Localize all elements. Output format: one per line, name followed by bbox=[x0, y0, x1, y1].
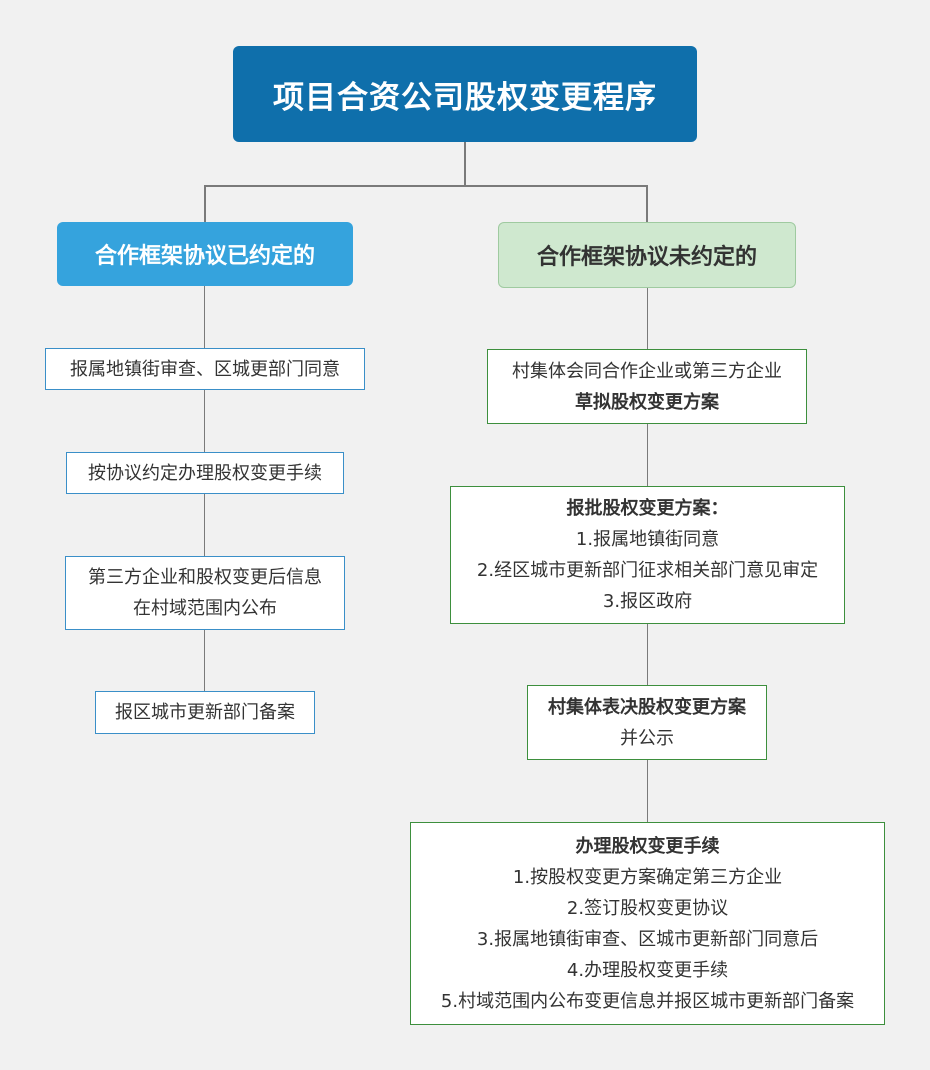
step-text: 1.报属地镇街同意 bbox=[575, 529, 720, 550]
step-heading: 报批股权变更方案： bbox=[566, 498, 729, 519]
connector-right-branch bbox=[646, 185, 648, 222]
left-step-3: 第三方企业和股权变更后信息 在村域范围内公布 bbox=[65, 556, 345, 630]
left-step-4: 报区城市更新部门备案 bbox=[95, 691, 315, 734]
page-title-text: 项目合资公司股权变更程序 bbox=[273, 79, 657, 116]
page-title: 项目合资公司股权变更程序 bbox=[233, 46, 697, 142]
right-step-4: 办理股权变更手续 1.按股权变更方案确定第三方企业 2.签订股权变更协议 3.报… bbox=[410, 822, 885, 1025]
connector-right-4 bbox=[647, 760, 648, 822]
step-text: 4.办理股权变更手续 bbox=[566, 959, 729, 981]
connector-left-2 bbox=[204, 390, 205, 452]
right-step-2: 报批股权变更方案： 1.报属地镇街同意 2.经区城市更新部门征求相关部门意见审定… bbox=[450, 486, 845, 624]
step-text: 2.经区城市更新部门征求相关部门意见审定 bbox=[476, 560, 819, 581]
right-step-3: 村集体表决股权变更方案 并公示 bbox=[527, 685, 767, 760]
step-text: 报属地镇街审查、区城更部门同意 bbox=[70, 358, 340, 380]
step-text: 按协议约定办理股权变更手续 bbox=[88, 462, 322, 484]
step-text: 5.村域范围内公布变更信息并报区城市更新部门备案 bbox=[440, 990, 855, 1012]
connector-left-branch bbox=[204, 185, 206, 222]
right-step-1: 村集体会同合作企业或第三方企业 草拟股权变更方案 bbox=[487, 349, 807, 424]
step-heading: 办理股权变更手续 bbox=[575, 835, 720, 857]
connector-right-1 bbox=[647, 288, 648, 349]
left-step-1: 报属地镇街审查、区城更部门同意 bbox=[45, 348, 365, 390]
step-text: 2.签订股权变更协议 bbox=[566, 897, 729, 919]
step-text: 1.按股权变更方案确定第三方企业 bbox=[512, 866, 783, 888]
step-text: 3.报区政府 bbox=[602, 591, 693, 612]
step-text: 第三方企业和股权变更后信息 bbox=[88, 567, 322, 588]
connector-left-3 bbox=[204, 494, 205, 556]
step-text: 在村域范围内公布 bbox=[133, 598, 277, 619]
step-text: 草拟股权变更方案 bbox=[575, 391, 719, 413]
step-text: 并公示 bbox=[620, 727, 674, 749]
connector-right-2 bbox=[647, 424, 648, 486]
right-branch-heading-text: 合作框架协议未约定的 bbox=[536, 245, 757, 270]
connector-title-down bbox=[464, 142, 466, 186]
left-branch-heading: 合作框架协议已约定的 bbox=[57, 222, 353, 286]
left-step-2: 按协议约定办理股权变更手续 bbox=[66, 452, 344, 494]
left-branch-heading-text: 合作框架协议已约定的 bbox=[94, 244, 315, 269]
step-text: 村集体表决股权变更方案 bbox=[548, 696, 746, 718]
right-branch-heading: 合作框架协议未约定的 bbox=[498, 222, 796, 288]
connector-left-1 bbox=[204, 286, 205, 348]
connector-horizontal bbox=[204, 185, 648, 187]
step-text: 3.报属地镇街审查、区城市更新部门同意后 bbox=[476, 928, 819, 950]
step-text: 村集体会同合作企业或第三方企业 bbox=[512, 360, 782, 382]
step-text: 报区城市更新部门备案 bbox=[115, 702, 295, 723]
connector-left-4 bbox=[204, 630, 205, 691]
connector-right-3 bbox=[647, 624, 648, 685]
